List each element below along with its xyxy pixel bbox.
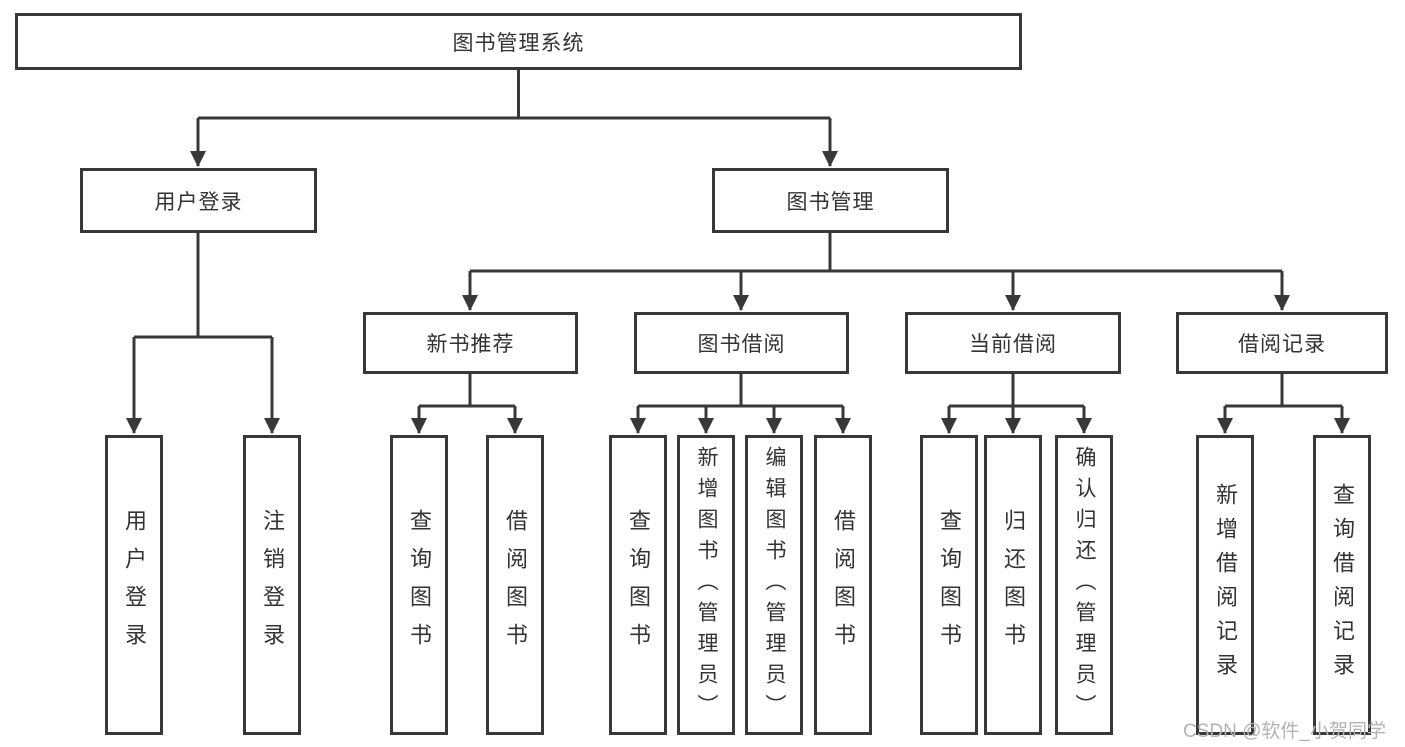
node-current-borrowing: 当前借阅 <box>905 312 1121 374</box>
connector-user-login-trunk <box>134 233 272 339</box>
node-borrowing-records: 借阅记录 <box>1176 312 1388 374</box>
node-query-book-1: 查询图书 <box>390 435 448 735</box>
node-edit-book-admin: 编辑图书（管理员） <box>745 435 803 735</box>
node-confirm-return-admin: 确认归还（管理员） <box>1055 435 1113 735</box>
connector-current-borrow-trunk <box>949 374 1084 408</box>
node-query-book-2: 查询图书 <box>609 435 667 735</box>
connector-new-book-rec-trunk <box>419 374 515 408</box>
watermark: CSDN @软件_小贺同学 <box>1183 721 1386 742</box>
node-library-management-system: 图书管理系统 <box>15 13 1022 70</box>
connector-book-mgmt-trunk <box>470 233 1282 273</box>
node-new-book-recommend: 新书推荐 <box>363 312 578 374</box>
node-query-book-3: 查询图书 <box>920 435 978 735</box>
connector-borrow-record-trunk <box>1225 374 1342 408</box>
node-borrow-book-1: 借阅图书 <box>486 435 544 735</box>
node-borrow-book-2: 借阅图书 <box>814 435 872 735</box>
node-logout-leaf: 注销登录 <box>243 435 301 735</box>
node-user-login-leaf: 用户登录 <box>105 435 163 735</box>
node-user-login: 用户登录 <box>80 168 317 233</box>
connector-book-borrow-trunk <box>638 374 843 408</box>
node-return-book: 归还图书 <box>984 435 1042 735</box>
node-book-borrowing: 图书借阅 <box>634 312 849 374</box>
node-add-borrow-record: 新增借阅记录 <box>1196 435 1254 735</box>
node-add-book-admin: 新增图书（管理员） <box>677 435 735 735</box>
node-query-borrow-record: 查询借阅记录 <box>1313 435 1371 735</box>
node-book-management: 图书管理 <box>712 168 949 233</box>
connector-root-trunk <box>198 70 830 120</box>
